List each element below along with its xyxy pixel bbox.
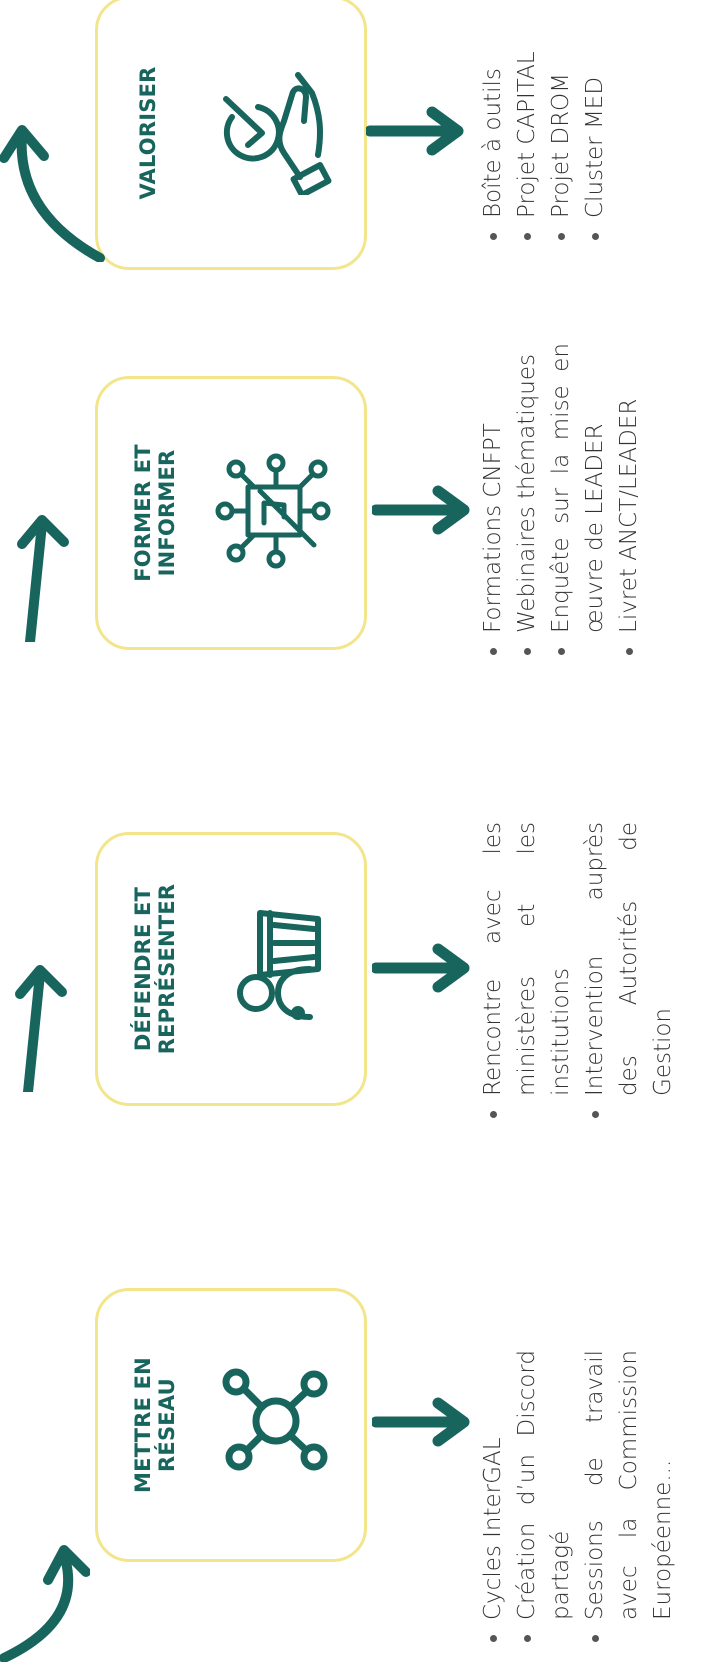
- card-title: DÉFENDRE ET REPRÉSENTER: [131, 883, 179, 1055]
- list-item: Projet DROM: [544, 4, 578, 244]
- list-item: Sessions de travail avec la Commission E…: [578, 1350, 680, 1646]
- bullet-list-mettre-en-reseau: Cycles InterGAL Création d’un Discord pa…: [476, 1350, 680, 1646]
- network-icon: [222, 1368, 328, 1471]
- incoming-arrow-2: [15, 965, 67, 1092]
- card-mettre-en-reseau: METTRE EN RÉSEAU: [95, 1288, 367, 1562]
- list-item: Cluster MED: [578, 4, 612, 244]
- card-title: FORMER ET INFORMER: [131, 444, 179, 582]
- list-item: Création d’un Discord partagé: [510, 1350, 578, 1646]
- down-arrow-4: [366, 106, 464, 156]
- list-item: Livret ANCT/LEADER: [612, 343, 646, 659]
- hand-check-icon: [223, 72, 332, 195]
- bullet-list-former-et-informer: Formations CNFPT Webinaires thématiques …: [476, 343, 646, 659]
- down-arrow-1: [372, 1397, 470, 1447]
- list-item: Projet CAPITAL: [510, 4, 544, 244]
- teacher-network-icon: [215, 453, 331, 569]
- list-item: Boîte à outils: [476, 4, 510, 244]
- down-arrow-3: [372, 485, 470, 535]
- list-item: Intervention auprès des Autorités de Ges…: [578, 822, 680, 1122]
- list-item: Formations CNFPT: [476, 343, 510, 659]
- card-title: METTRE EN RÉSEAU: [131, 1357, 179, 1493]
- card-title: VALORISER: [136, 66, 160, 200]
- list-item: Webinaires thématiques: [510, 343, 544, 659]
- down-arrow-2: [372, 943, 470, 993]
- speaker-podium-icon: [237, 910, 321, 1020]
- bullet-list-valoriser: Boîte à outils Projet CAPITAL Projet DRO…: [476, 4, 612, 244]
- incoming-arrow-1: [0, 1545, 90, 1662]
- list-item: Rencontre avec les ministères et les ins…: [476, 822, 578, 1122]
- card-defendre-et-representer: DÉFENDRE ET REPRÉSENTER: [95, 832, 367, 1106]
- card-former-et-informer: FORMER ET INFORMER: [95, 376, 367, 650]
- bullet-list-defendre-et-representer: Rencontre avec les ministères et les ins…: [476, 822, 680, 1122]
- list-item: Cycles InterGAL: [476, 1350, 510, 1646]
- incoming-arrow-4: [0, 125, 105, 262]
- list-item: Enquête sur la mise en œuvre de LEADER: [544, 343, 612, 659]
- incoming-arrow-3: [17, 515, 69, 642]
- card-valoriser: VALORISER: [95, 0, 367, 270]
